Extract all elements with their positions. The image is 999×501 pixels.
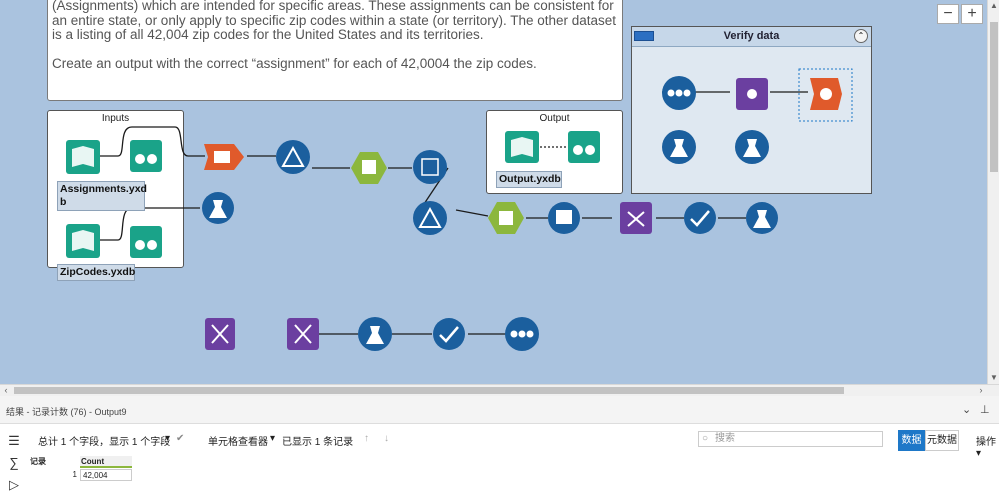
- output-browse-tool[interactable]: [568, 131, 600, 163]
- check-icon[interactable]: ✔: [176, 433, 185, 444]
- select-tool[interactable]: [204, 144, 244, 170]
- scroll-thumb[interactable]: [14, 387, 844, 394]
- collapse-panel-icon[interactable]: ⌄: [962, 404, 972, 416]
- output-container-title: Output: [539, 113, 570, 124]
- results-toolbar: 总计 1 个字段，显示 1 个字段 ▾ ✔ 单元格查看器 ▾ 已显示 1 条记录…: [28, 426, 999, 459]
- column-header-record[interactable]: 记录: [30, 457, 46, 466]
- collapse-icon[interactable]: ⌃: [854, 29, 868, 43]
- vertical-scrollbar[interactable]: ▲ ▼: [987, 0, 999, 384]
- output-input-tool[interactable]: [505, 131, 539, 163]
- actions-label: 操作: [976, 437, 996, 448]
- scroll-left-icon[interactable]: ‹: [4, 385, 8, 395]
- cross-tab-tool[interactable]: [413, 150, 447, 184]
- comment-line: an entire state, or only apply to specif…: [52, 12, 617, 28]
- verify-data-title: Verify data: [723, 30, 780, 42]
- workflow-canvas[interactable]: (Assignments) which are intended for spe…: [0, 0, 987, 384]
- comment-line: (Assignments) which are intended for spe…: [52, 0, 614, 13]
- message-tool[interactable]: [798, 68, 853, 122]
- cell-viewer-button[interactable]: 单元格查看器: [208, 437, 268, 448]
- summarize-tool-1[interactable]: [351, 152, 387, 184]
- search-placeholder: 搜索: [715, 433, 735, 444]
- actions-menu[interactable]: 操作 ▾: [976, 437, 996, 459]
- formula-tool-2[interactable]: [746, 202, 778, 234]
- tab-data[interactable]: 数据: [898, 430, 925, 451]
- join-multiple-tool[interactable]: [736, 78, 768, 110]
- browse-tool-1[interactable]: [130, 140, 162, 172]
- sample-tool-2[interactable]: [505, 317, 539, 351]
- input-data-tool-1[interactable]: [66, 140, 100, 174]
- comment-line: is a listing of all 42,004 zip codes for…: [52, 27, 484, 42]
- scroll-thumb[interactable]: [990, 22, 998, 172]
- chevron-down-icon[interactable]: ▾: [270, 433, 276, 444]
- count-cell[interactable]: 42,004: [80, 469, 132, 481]
- join-tool-1[interactable]: [620, 202, 652, 234]
- arrow-up-icon[interactable]: ↑: [364, 433, 369, 444]
- formula-tool-1[interactable]: [202, 192, 234, 224]
- scroll-up-icon[interactable]: ▲: [990, 1, 998, 10]
- container-icon: [634, 31, 654, 41]
- find-replace-tool-1[interactable]: [205, 318, 235, 350]
- browse-tool-2[interactable]: [130, 226, 162, 258]
- zipcodes-file-label: ZipCodes.yxdb: [57, 264, 135, 281]
- count-records-tool-1[interactable]: [684, 202, 716, 234]
- horizontal-scrollbar[interactable]: ‹ ›: [0, 384, 999, 396]
- zoom-in-button[interactable]: +: [961, 4, 983, 24]
- pin-icon[interactable]: ⊥: [980, 404, 990, 416]
- search-icon: ○: [702, 433, 709, 444]
- row-number: 1: [72, 470, 77, 479]
- chevron-down-icon[interactable]: ▾: [165, 433, 171, 444]
- inputs-container-title: Inputs: [101, 113, 130, 124]
- assignments-file-label: Assignments.yxd b: [57, 181, 147, 211]
- count-records-tool-2[interactable]: [433, 318, 465, 350]
- input-data-tool-2[interactable]: [66, 224, 100, 258]
- table-view-icon[interactable]: ☰: [8, 433, 20, 448]
- output-file-label: Output.yxdb: [496, 171, 562, 188]
- tag-icon[interactable]: ▷: [9, 477, 19, 492]
- formula-tool-4[interactable]: [735, 130, 769, 164]
- column-header-count[interactable]: Count: [80, 456, 132, 468]
- tab-metadata[interactable]: 元数据: [925, 430, 959, 451]
- workflow-connections: [66, 68, 853, 351]
- fields-summary[interactable]: 总计 1 个字段，显示 1 个字段: [38, 437, 171, 448]
- formula-tool-3[interactable]: [662, 130, 696, 164]
- records-shown: 已显示 1 条记录: [282, 437, 354, 448]
- sample-tool-1[interactable]: [662, 76, 696, 110]
- search-input[interactable]: ○ 搜索: [698, 431, 883, 447]
- scroll-down-icon[interactable]: ▼: [990, 373, 998, 382]
- results-header: 结果 - 记录计数 (76) - Output9 ⌄ ⊥: [0, 396, 999, 424]
- comment-box[interactable]: (Assignments) which are intended for spe…: [47, 0, 623, 101]
- arrow-down-icon[interactable]: ↓: [384, 433, 389, 444]
- results-panel: 结果 - 记录计数 (76) - Output9 ⌄ ⊥ ☰ ∑ ▷ 总计 1 …: [0, 396, 999, 501]
- results-title: 结果 - 记录计数 (76) - Output9: [6, 407, 127, 417]
- comment-line: Create an output with the correct “assig…: [52, 55, 537, 71]
- filter-tool-1[interactable]: [276, 140, 310, 174]
- union-tool[interactable]: [548, 202, 580, 234]
- find-replace-tool-2[interactable]: [287, 318, 319, 350]
- scroll-right-icon[interactable]: ›: [979, 385, 983, 395]
- summarize-tool-2[interactable]: [488, 202, 524, 234]
- filter-tool-2[interactable]: [413, 201, 447, 235]
- formula-tool-5[interactable]: [358, 317, 392, 351]
- zoom-out-button[interactable]: −: [937, 4, 959, 24]
- sum-icon[interactable]: ∑: [9, 455, 19, 470]
